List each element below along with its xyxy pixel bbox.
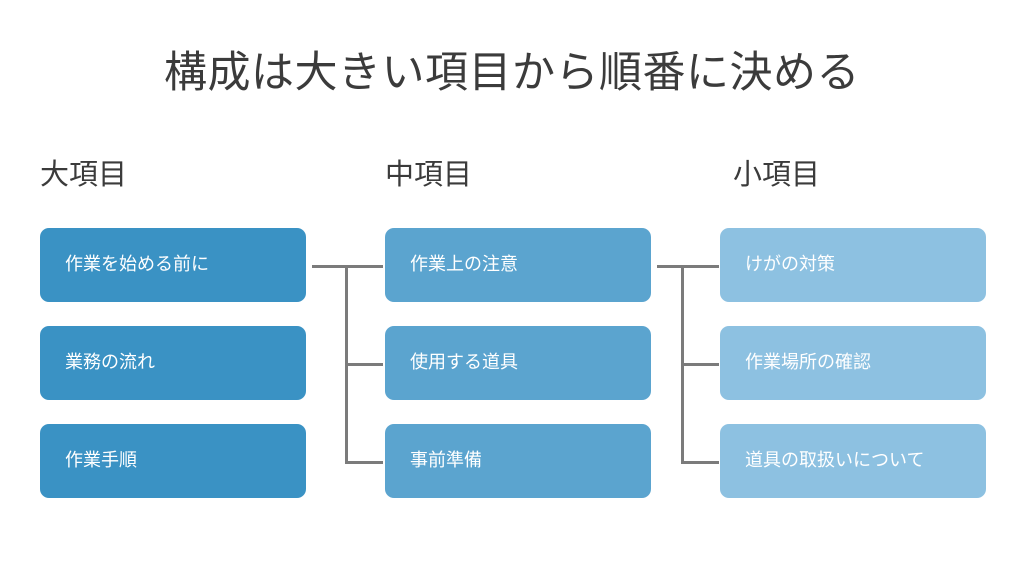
- connector-line-segment: [345, 265, 383, 268]
- connector-line-segment: [345, 363, 383, 366]
- node-box[interactable]: 事前準備: [385, 424, 651, 498]
- node-box[interactable]: 道具の取扱いについて: [720, 424, 986, 498]
- connector-line-segment: [681, 461, 719, 464]
- node-box[interactable]: 使用する道具: [385, 326, 651, 400]
- column-header-middle: 中項目: [385, 159, 473, 191]
- connector-line-segment: [312, 265, 348, 268]
- node-box[interactable]: 業務の流れ: [40, 326, 306, 400]
- node-box[interactable]: 作業上の注意: [385, 228, 651, 302]
- column-header-major: 大項目: [40, 159, 128, 191]
- column-header-minor: 小項目: [733, 159, 821, 191]
- connector-line-segment: [681, 363, 719, 366]
- node-box[interactable]: 作業手順: [40, 424, 306, 498]
- node-box[interactable]: けがの対策: [720, 228, 986, 302]
- connector-line-segment: [657, 265, 684, 268]
- connector-line-segment: [681, 265, 719, 268]
- node-box[interactable]: 作業を始める前に: [40, 228, 306, 302]
- connector-line-segment: [345, 461, 383, 464]
- page-title: 構成は大きい項目から順番に決める: [164, 49, 860, 97]
- node-box[interactable]: 作業場所の確認: [720, 326, 986, 400]
